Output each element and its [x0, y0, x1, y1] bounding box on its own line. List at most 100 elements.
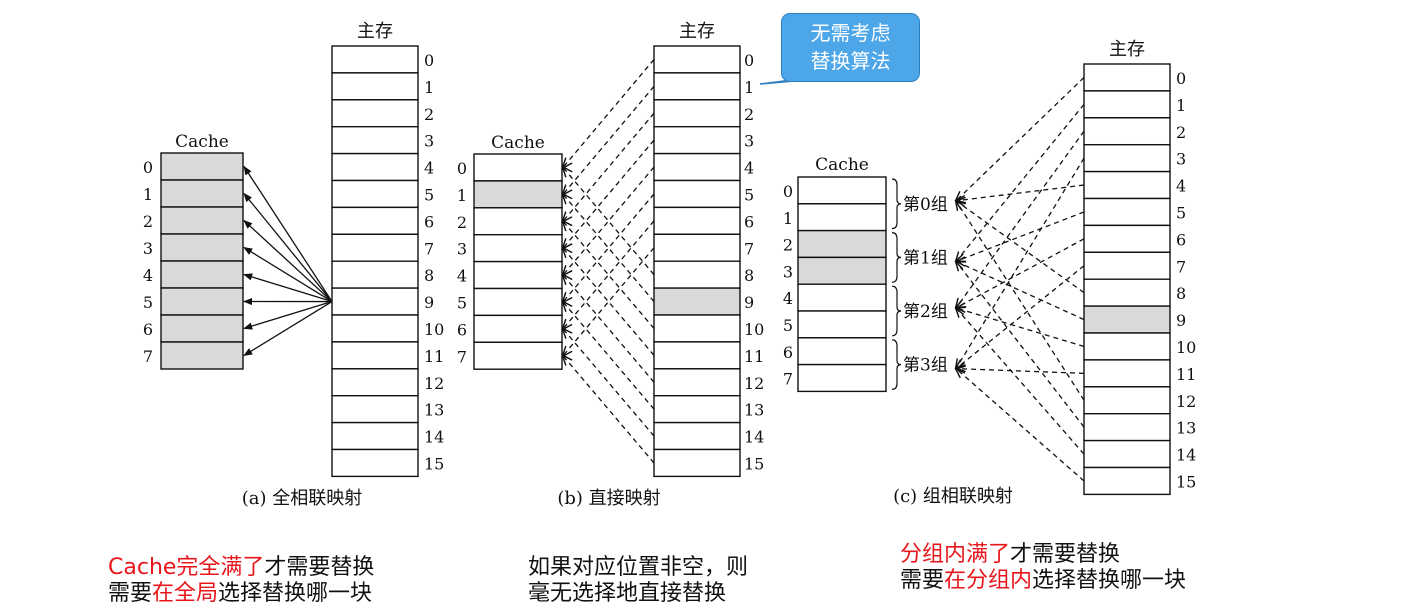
a-mem-block-0 [331, 45, 419, 74]
a-mem-block-4 [331, 152, 419, 182]
a-cache-index: 7 [143, 347, 153, 366]
c-map-arrow [956, 261, 1085, 428]
b-cache-index: 4 [457, 267, 467, 286]
c-mem-block-5 [1083, 197, 1171, 227]
c-mem-block-13 [1083, 413, 1171, 442]
b-caption: (b) 直接映射 [557, 488, 660, 509]
c-caption: (c) 组相联映射 [893, 486, 1013, 507]
a-cache-block-6 [160, 314, 244, 343]
b-mem-index: 1 [744, 78, 754, 97]
a-mem-index: 15 [424, 455, 444, 474]
c-map-arrow [956, 201, 1085, 401]
a-mem-block-7 [331, 233, 419, 262]
memory-blocks [160, 45, 1171, 496]
c-mem-block-4 [1083, 170, 1171, 200]
a-mem-index: 14 [424, 428, 444, 447]
a-main-title: 主存 [357, 21, 393, 42]
a-mem-block-15 [331, 448, 419, 478]
b-mem-block-13 [653, 395, 741, 424]
b-mem-index: 2 [744, 105, 754, 124]
a-mem-index: 9 [424, 293, 434, 312]
c-mem-index: 8 [1176, 284, 1186, 303]
b-cache-index: 7 [457, 347, 467, 366]
b-map-arrow [563, 139, 655, 248]
c-mem-block-2 [1083, 117, 1171, 146]
a-mem-block-13 [331, 395, 419, 424]
c-mem-index: 12 [1176, 392, 1196, 411]
a-mem-index: 0 [424, 51, 434, 70]
c-cache-index: 5 [783, 316, 793, 335]
c-cache-block-2 [797, 229, 887, 259]
c-cache-index: 4 [783, 289, 793, 308]
b-mem-block-2 [653, 99, 741, 128]
b-mem-index: 6 [744, 212, 754, 231]
c-cache-block-1 [797, 203, 887, 232]
a-map-arrow [243, 273, 333, 303]
a-map-arrow [243, 219, 333, 303]
b-mem-block-11 [653, 341, 741, 370]
a-cache-block-5 [160, 287, 244, 316]
a-mem-block-6 [331, 206, 419, 235]
b-mem-index: 12 [744, 374, 764, 393]
c-mem-index: 2 [1176, 123, 1186, 142]
b-mem-index: 8 [744, 266, 754, 285]
note-a-line1-part1: Cache完全满了 [108, 555, 265, 580]
c-mem-index: 15 [1176, 473, 1196, 492]
note-b-line2: 毫无选择地直接替换 [528, 581, 727, 606]
c-map-arrow [956, 103, 1085, 261]
c-map-arrow [956, 201, 1085, 294]
c-map-arrow [956, 184, 1085, 201]
b-map-arrow [563, 166, 655, 275]
a-mem-block-14 [331, 421, 419, 451]
b-mem-index: 5 [744, 186, 754, 205]
callout-line-2: 替换算法 [810, 49, 891, 73]
connection-lines [243, 59, 1085, 482]
b-mem-index: 14 [744, 428, 764, 447]
c-mem-index: 10 [1176, 338, 1196, 357]
a-map-arrow [243, 300, 333, 357]
a-cache-block-4 [160, 260, 244, 289]
b-map-arrow [563, 220, 655, 329]
b-mem-index: 4 [744, 159, 754, 178]
a-mem-index: 3 [424, 132, 434, 151]
b-cache-index: 1 [457, 186, 467, 205]
c-mem-block-11 [1083, 359, 1171, 388]
b-mem-block-10 [653, 314, 741, 343]
c-mem-index: 1 [1176, 96, 1186, 115]
b-cache-block-1 [473, 180, 563, 209]
note-a-line2-part2: 在全局 [152, 581, 219, 606]
note-a-line1: Cache完全满了才需要替换 [108, 555, 374, 581]
b-cache-block-0 [473, 153, 563, 182]
b-mem-block-7 [653, 233, 741, 262]
c-mem-index: 7 [1176, 257, 1186, 276]
b-mem-index: 3 [744, 132, 754, 151]
a-map-arrow [243, 246, 333, 303]
c-cache-block-0 [797, 176, 887, 205]
b-cache-block-7 [473, 341, 563, 370]
a-cache-block-1 [160, 179, 244, 208]
b-mem-index: 15 [744, 455, 764, 474]
c-mem-block-8 [1083, 278, 1171, 307]
c-map-arrow [956, 369, 1085, 374]
c-mem-block-7 [1083, 251, 1171, 280]
note-c-line2-part1: 需要 [900, 568, 945, 593]
b-map-arrow [563, 248, 655, 356]
note-a-line2-part1: 需要 [108, 581, 153, 606]
c-cache-block-3 [797, 256, 887, 285]
b-cache-index: 6 [457, 320, 467, 339]
note-c-line1-part2: 才需要替换 [1010, 542, 1121, 567]
c-map-arrow [956, 238, 1085, 308]
c-mem-block-15 [1083, 466, 1171, 496]
c-cache-index: 3 [783, 262, 793, 281]
c-cache-index: 0 [783, 182, 793, 201]
a-cache-index: 5 [143, 293, 153, 312]
b-map-arrow [563, 59, 655, 167]
c-group-label: 第0组 [903, 195, 948, 215]
a-map-arrow [243, 300, 333, 330]
b-cache-index: 5 [457, 294, 467, 313]
c-cache-index: 2 [783, 236, 793, 255]
b-map-arrow [563, 221, 655, 329]
a-mem-index: 12 [424, 374, 444, 393]
c-mem-index: 4 [1176, 177, 1186, 196]
b-cache-index: 0 [457, 159, 467, 178]
